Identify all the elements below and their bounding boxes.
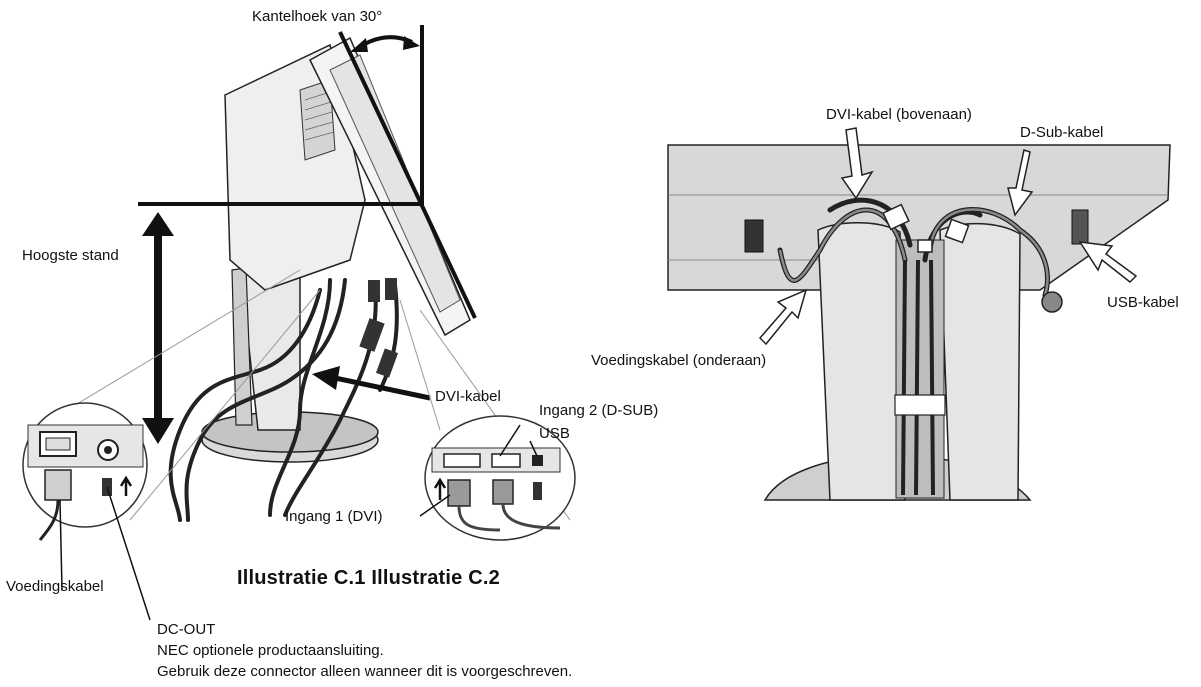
dsub-arrow [1007,149,1034,217]
tilt-angle-label: Kantelhoek van 30° [252,8,383,25]
input1-leader [419,494,451,517]
figure-caption: Illustratie C.1 Illustratie C.2 [237,567,500,589]
dsub-port [491,453,521,468]
input2-leader [499,424,521,457]
dc-out-line1: NEC optionele productaansluiting. [157,642,384,659]
monitor-side-view [168,36,471,522]
power-connector-detail [22,402,148,541]
dvi-cable-arrow [312,366,431,401]
cable-management-view [667,144,1171,501]
highest-position-label: Hoogste stand [22,247,119,264]
power-bottom-cable-label: Voedingskabel (onderaan) [591,352,767,369]
dvi-cable-label: DVI-kabel [435,388,501,405]
dc-out-leader [106,486,151,621]
input2-dsub-label: Ingang 2 (D-SUB) [539,402,659,419]
usb-arrow [1078,241,1138,284]
stand-column-left [817,222,906,501]
dc-out-title: DC-OUT [157,621,216,638]
usb-cable-label: USB-kabel [1107,294,1179,311]
dsub-cable-label: D-Sub-kabel [1020,124,1104,141]
usb-label: USB [539,425,570,442]
usb-leader [529,440,538,457]
power-cable-label: Voedingskabel [6,578,104,595]
dvi-top-arrow [840,127,874,200]
stand-column-right [939,222,1021,501]
tilt-angle-indicator [338,25,477,319]
input1-dvi-label: Ingang 1 (DVI) [285,508,383,525]
usb-port [532,455,543,466]
callout-arrows-c2 [758,127,1138,346]
dvi-top-cable-label: DVI-kabel (bovenaan) [826,106,972,123]
cable-connectors [359,278,399,378]
signal-connector-detail [424,415,576,541]
dvi-port [443,453,481,468]
height-arrow [142,212,174,444]
power-cable-leader [59,499,63,591]
dc-out-line2: Gebruik deze connector alleen wanneer di… [157,663,573,680]
power-bottom-arrow [758,288,808,346]
